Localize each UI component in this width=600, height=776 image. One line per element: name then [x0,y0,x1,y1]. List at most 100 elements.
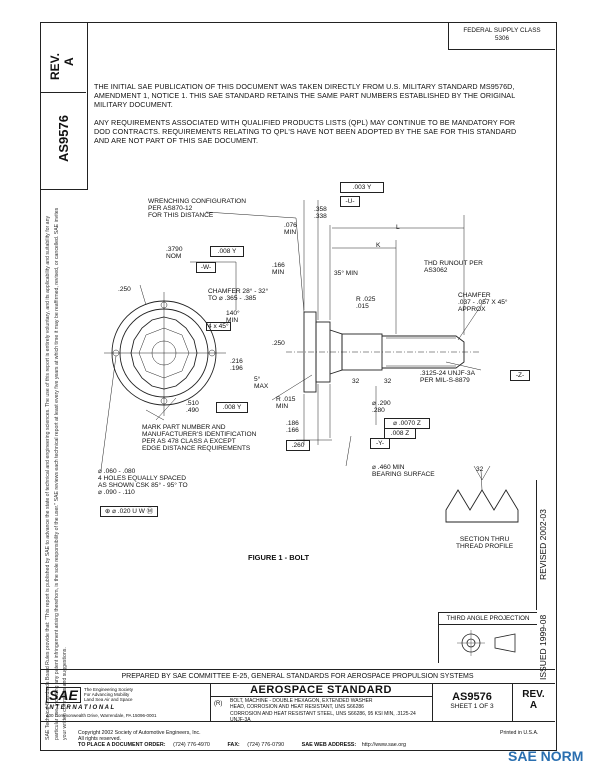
datum-w: -W- [196,262,216,273]
sae-tagline-line3: Land Sea Air and Space [84,697,133,702]
fcf-z2-text: .008 Z [390,430,410,437]
angle-35: 35° MIN [334,270,358,277]
r-015b-value: R .015 [276,396,296,403]
sheet-number: SHEET 1 OF 3 [450,703,494,710]
std-desc: BOLT, MACHINE - DOUBLE HEXAGON, EXTENDED… [230,698,430,723]
sae-international: I N T E R N A T I O N A L [46,705,115,711]
bearing-line2: BEARING SURFACE [372,471,435,478]
side-view [100,200,519,523]
chamfer-left-line1: CHAMFER 28° - 32° [208,288,269,295]
dim-250a: .250 [118,286,131,293]
dim-32b-text: 32 [384,378,392,385]
dim-510: .510.490 [186,400,199,414]
section-line1: SECTION THRU [459,536,510,543]
wrenching-line1: WRENCHING CONFIGURATION [148,198,247,205]
dim-260-text: .260 [291,442,305,449]
holes-line2: 4 HOLES EQUALLY SPACED [98,475,186,482]
dim-32c-text: 32 [476,466,484,473]
mark-part-line2: MANUFACTURER'S IDENTIFICATION [142,431,257,438]
fcf-top: .003 Y [340,182,384,193]
prepared-by-bar: PREPARED BY SAE COMMITTEE E-25, GENERAL … [40,669,555,684]
thd-runout-line2: AS3062 [424,267,448,274]
dim-490-value: .490 [186,407,199,414]
fcf-510-text: .008 Y [222,404,242,411]
rev-block: REV. A [512,683,555,721]
holes-line1: ⌀ .060 - .080 [98,468,136,475]
chamfer-left-line2: TO ⌀ .365 - .385 [208,295,257,302]
left-header-column [40,22,88,190]
dim-32c: 32 [476,466,483,473]
side-rev-value: A [62,57,76,66]
dim-338-value: .338 [314,213,327,220]
r-025-value: R .025 [356,296,376,303]
dim-186: .186.166 [286,420,299,434]
dim-166-value: .166 [272,262,285,269]
bolt-drawing [100,200,519,523]
dim-32a-text: 32 [352,378,360,385]
angle-5: 5°MAX [254,376,268,390]
section-line2: THREAD PROFILE [456,543,514,550]
wrenching-line2: PER AS870-12 [148,205,193,212]
angle-35-text: 35° MIN [334,270,358,277]
fsc-code: (R) [214,701,223,707]
dim-290-value: ⌀ .290 [372,400,391,407]
dim-216: .216.196 [230,358,243,372]
dim-166-min: MIN [272,269,285,276]
sae-address: 400 Commonwealth Drive, Warrendale, PA 1… [46,713,157,718]
doc-id-block: AS9576 SHEET 1 OF 3 [432,683,513,721]
dim-K: K [376,242,380,249]
fcf-holes: ⊕ ⌀ .020 U W Ⓜ [100,506,158,517]
printed-text: Printed in U.S.A. [500,730,539,736]
web-label: SAE WEB ADDRESS: [301,742,357,748]
left-rev-divider [40,92,86,93]
std-desc-line1: BOLT, MACHINE - DOUBLE HEXAGON, EXTENDED… [230,698,373,704]
dim-250a-text: .250 [118,286,131,293]
chamfer-45-text: 4 x 45° [208,323,229,330]
web-url[interactable]: http://www.sae.org [361,742,407,748]
supply-class-box: FEDERAL SUPPLY CLASS 5306 [448,22,555,50]
angle-5-value: 5° [254,376,261,383]
doc-id: AS9576 [452,691,492,703]
dim-3790-value: .3790 [166,246,183,253]
datum-w-text: -W- [200,264,212,271]
sae-norm-watermark: SAE NORM [508,744,583,768]
dim-076-min: MIN [284,229,297,236]
footer-rev-value: A [529,700,538,711]
prepared-by-text: PREPARED BY SAE COMMITTEE E-25, GENERAL … [121,673,474,680]
rights-text: All rights reserved. [78,736,121,742]
dim-358: .358.338 [314,206,327,220]
wrenching-note: WRENCHING CONFIGURATION PER AS870-12 FOR… [148,198,246,219]
projection-symbol-icon [457,630,516,656]
holes-note: ⌀ .060 - .080 4 HOLES EQUALLY SPACED AS … [98,468,188,496]
side-rev-label: REV. [48,53,62,80]
r-015-value: .015 [356,303,369,310]
datum-u: -U- [340,196,360,207]
dim-3790-nom: NOM [166,253,182,260]
side-doc-id-text: AS9576 [56,115,71,162]
fcf-z2: .008 Z [384,428,416,439]
chamfer-right: CHAMFER.037 - .057 X 45°APPROX [458,292,508,313]
copyright-text: Copyright 2002 Society of Automotive Eng… [78,730,201,736]
dim-K-text: K [376,242,381,249]
sae-logo-block: SAE The Engineering Society For Advancin… [40,683,211,721]
projection-box: THIRD ANGLE PROJECTION [438,612,537,663]
thd-runout-line1: THD RUNOUT PER [424,260,483,267]
intro-paragraph: THE INITIAL SAE PUBLICATION OF THIS DOCU… [94,82,524,109]
dim-L: L [396,224,400,231]
holes-line4: ⌀ .090 - .110 [98,489,135,496]
sae-tagline-line2: For Advancing Mobility [84,692,130,697]
copyright-line: Copyright 2002 Society of Automotive Eng… [78,730,201,742]
fcf-w-frame: .008 Y [210,246,244,257]
side-rev-label-text: REV. [48,53,62,80]
std-desc-line3: CORROSION AND HEAT RESISTANT STEEL, UNS … [230,710,416,723]
dim-166b-value: .166 [286,427,299,434]
side-revised-date: REVISED 2002-03 [538,509,548,580]
angle-140-value: 140° [226,310,240,317]
